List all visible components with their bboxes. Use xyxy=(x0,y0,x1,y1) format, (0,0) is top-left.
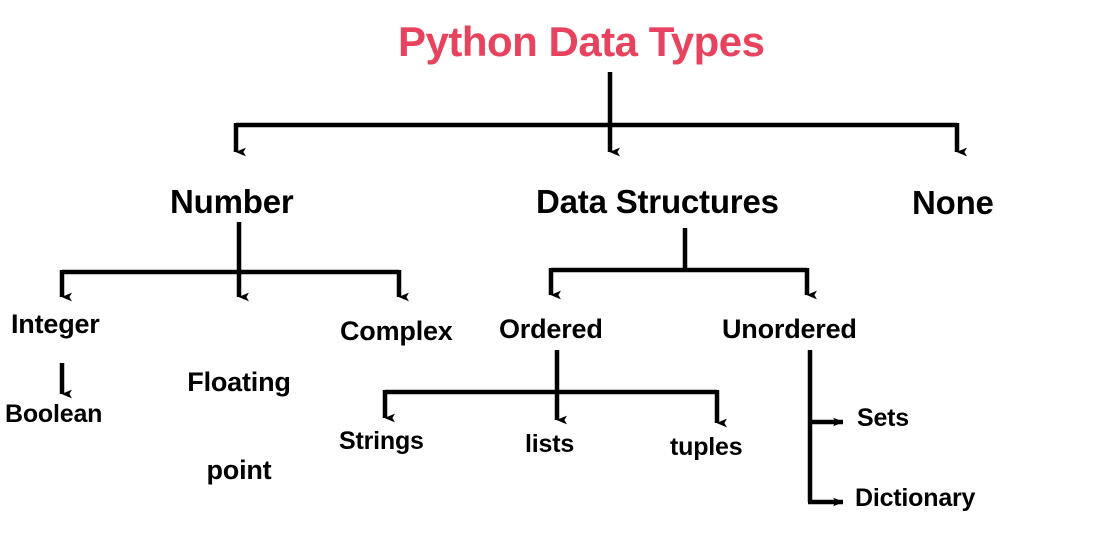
node-sets: Sets xyxy=(857,404,910,432)
node-none: None xyxy=(912,184,994,221)
diagram-title: Python Data Types xyxy=(398,18,765,65)
node-boolean: Boolean xyxy=(5,400,103,428)
node-complex: Complex xyxy=(340,316,453,346)
node-strings: Strings xyxy=(339,427,424,455)
node-number: Number xyxy=(170,183,294,220)
node-integer: Integer xyxy=(11,309,100,339)
node-ordered: Ordered xyxy=(499,314,603,344)
node-floating-point-line-1: Floating xyxy=(187,367,291,398)
node-tuples: tuples xyxy=(670,433,743,461)
node-floating-point-line-2: point xyxy=(206,454,272,485)
node-unordered: Unordered xyxy=(722,314,857,344)
node-data-structures: Data Structures xyxy=(536,183,779,220)
node-floating-point: Floating point xyxy=(179,310,299,535)
node-lists: lists xyxy=(525,430,575,458)
node-dictionary: Dictionary xyxy=(855,484,976,512)
